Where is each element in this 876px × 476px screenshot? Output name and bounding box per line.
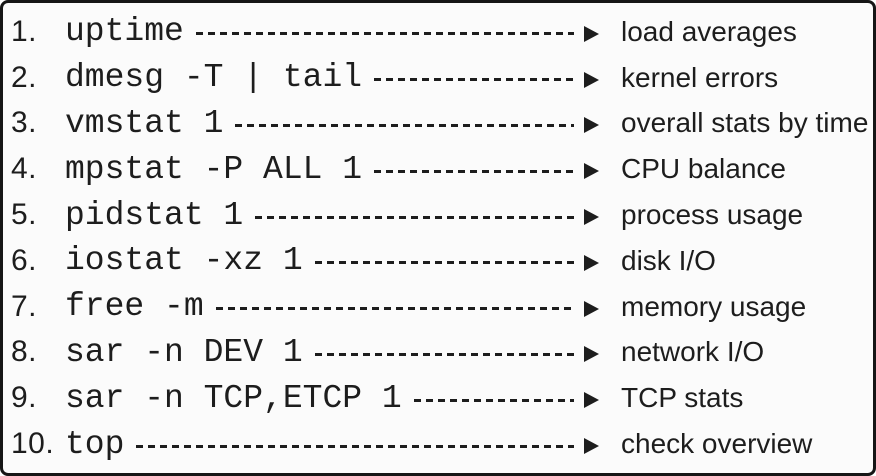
description-text: CPU balance (621, 153, 786, 185)
description-text: check overview (621, 428, 813, 460)
dashed-leader-line (215, 307, 574, 311)
dashed-leader-line (374, 169, 574, 173)
list-item: 2. dmesg -T | tail kernel errors (11, 55, 869, 101)
command-text: uptime (65, 13, 184, 51)
row-number: 3. (11, 106, 38, 140)
list-item: 9. sar -n TCP,ETCP 1 TCP stats (11, 375, 869, 421)
command-text: dmesg -T | tail (65, 59, 363, 97)
command-text: sar -n DEV 1 (65, 333, 303, 371)
arrow-right-icon (584, 25, 599, 42)
row-number: 2. (11, 60, 38, 94)
row-number: 1. (11, 14, 38, 48)
command-text: pidstat 1 (65, 196, 244, 234)
row-number: 8. (11, 335, 38, 369)
arrow-right-icon (584, 117, 599, 134)
list-item: 8. sar -n DEV 1 network I/O (11, 330, 869, 376)
row-number: 10. (11, 427, 55, 461)
list-item: 7. free -m memory usage (11, 284, 869, 330)
command-text: iostat -xz 1 (65, 242, 303, 280)
arrow-right-icon (584, 346, 599, 363)
dashed-leader-line (136, 444, 574, 448)
arrow-right-icon (584, 300, 599, 317)
dashed-leader-line (413, 398, 574, 402)
row-number: 9. (11, 381, 38, 415)
list-item: 3. vmstat 1 overall stats by time (11, 101, 869, 147)
command-text: sar -n TCP,ETCP 1 (65, 379, 402, 417)
description-text: TCP stats (621, 382, 744, 414)
arrow-right-icon (584, 163, 599, 180)
row-number: 6. (11, 243, 38, 277)
arrow-right-icon (584, 254, 599, 271)
description-text: load averages (621, 15, 797, 47)
dashed-leader-line (235, 123, 574, 127)
dashed-leader-line (255, 215, 574, 219)
description-text: process usage (621, 199, 804, 231)
list-item: 6. iostat -xz 1 disk I/O (11, 238, 869, 284)
command-text: top (65, 425, 125, 463)
command-text: mpstat -P ALL 1 (65, 150, 363, 188)
command-text: free -m (65, 288, 204, 326)
arrow-right-icon (584, 209, 599, 226)
list-item: 4. mpstat -P ALL 1 CPU balance (11, 146, 869, 192)
row-number: 5. (11, 198, 38, 232)
description-text: overall stats by time (621, 107, 869, 139)
list-item: 10. top check overview (11, 421, 869, 467)
dashed-leader-line (374, 78, 574, 82)
dashed-leader-line (314, 352, 574, 356)
arrow-right-icon (584, 71, 599, 88)
description-text: disk I/O (621, 244, 716, 276)
row-number: 7. (11, 289, 38, 323)
description-text: network I/O (621, 336, 765, 368)
row-number: 4. (11, 152, 38, 186)
command-text: vmstat 1 (65, 104, 224, 142)
dashed-leader-line (314, 261, 574, 265)
list-item: 5. pidstat 1 process usage (11, 192, 869, 238)
dashed-leader-line (195, 32, 574, 36)
arrow-right-icon (584, 392, 599, 409)
list-item: 1. uptime load averages (11, 9, 869, 55)
description-text: kernel errors (621, 61, 779, 93)
arrow-right-icon (584, 438, 599, 455)
description-text: memory usage (621, 290, 807, 322)
